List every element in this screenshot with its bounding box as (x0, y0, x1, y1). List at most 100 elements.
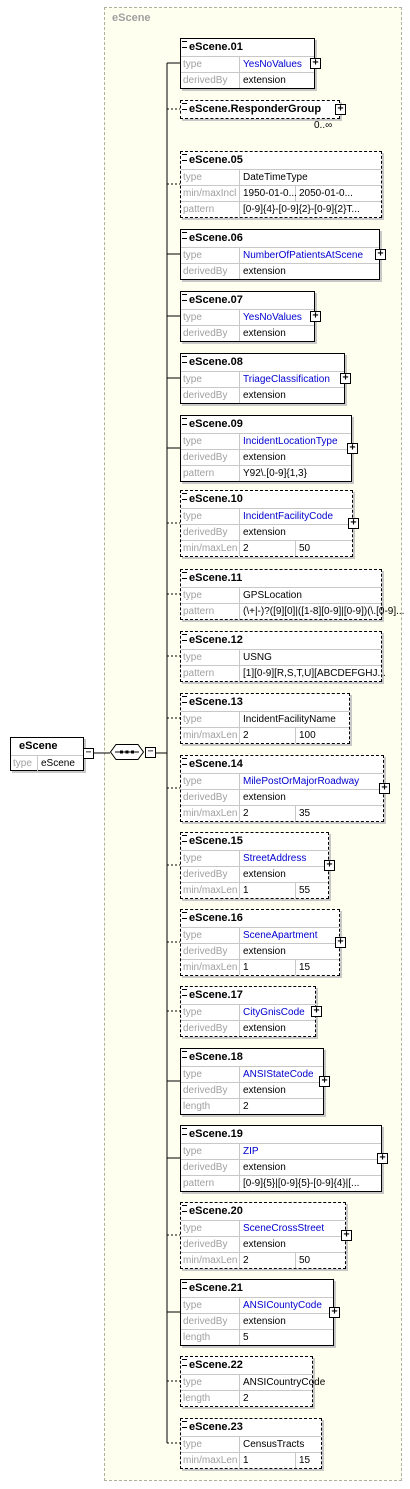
type-link[interactable]: MilePostOrMajorRoadway (243, 776, 360, 787)
property-label: derivedBy (181, 1160, 240, 1175)
type-link[interactable]: NumberOfPatientsAtScene (243, 250, 364, 261)
expand-icon[interactable]: + (377, 1153, 388, 1164)
property-label: type (181, 851, 240, 866)
property-value: extension (243, 75, 286, 86)
element-name: eScene.14 (181, 756, 383, 773)
property-label: derivedBy (181, 790, 240, 805)
expand-icon[interactable]: + (335, 937, 346, 948)
property-value-max: 100 (299, 730, 316, 741)
element-name: eScene.20 (181, 1203, 345, 1220)
element-name: eScene.10 (181, 491, 352, 508)
type-link[interactable]: YesNoValues (243, 59, 302, 70)
expand-icon[interactable]: + (348, 518, 359, 529)
expand-icon[interactable]: + (340, 373, 351, 384)
property-label: derivedBy (181, 388, 240, 403)
property-row: pattern[0-9]{5}|[0-9]{5}-[0-9]{4}|[... (181, 1175, 381, 1191)
property-label: derivedBy (181, 525, 240, 540)
property-label: derivedBy (181, 944, 240, 959)
expand-icon[interactable]: + (329, 1307, 340, 1318)
element-box-escene-respondergroup[interactable]: eScene.ResponderGroup (180, 100, 340, 119)
property-value: extension (243, 869, 286, 880)
expand-icon[interactable]: + (310, 311, 321, 322)
type-link[interactable]: StreetAddress (243, 853, 307, 864)
type-link[interactable]: SceneApartment (243, 930, 318, 941)
element-name: eScene.08 (181, 354, 344, 371)
type-link[interactable]: CityGnisCode (243, 1007, 305, 1018)
property-label: type (181, 712, 240, 727)
property-value: DateTimeType (243, 172, 308, 183)
element-name: eScene.11 (181, 570, 381, 587)
property-value-max: 50 (299, 543, 311, 554)
element-name: eScene.23 (181, 1419, 321, 1436)
expand-icon[interactable]: + (341, 1230, 352, 1241)
expand-icon[interactable]: + (335, 104, 346, 115)
type-link[interactable]: TriageClassification (243, 374, 330, 385)
property-value-max: 55 (299, 885, 311, 896)
expand-icon[interactable]: + (311, 1006, 322, 1017)
element-name: eScene.17 (181, 987, 315, 1004)
type-link[interactable]: IncidentLocationType (243, 436, 338, 447)
type-link[interactable]: ZIP (243, 1146, 259, 1157)
root-collapse-icon[interactable]: − (83, 748, 94, 759)
property-label: type (181, 372, 240, 387)
type-link[interactable]: SceneCrossStreet (243, 1223, 325, 1234)
property-label: derivedBy (181, 1083, 240, 1098)
property-label: type (181, 57, 240, 72)
expand-icon[interactable]: + (379, 783, 390, 794)
type-link[interactable]: IncidentFacilityCode (243, 511, 334, 522)
expand-icon[interactable]: + (324, 860, 335, 871)
element-name: eScene.13 (181, 694, 349, 711)
property-label: derivedBy (181, 1021, 240, 1036)
property-label: type (181, 509, 240, 524)
expand-icon[interactable]: + (347, 443, 358, 454)
property-value: 1 (240, 1453, 296, 1468)
sequence-collapse-icon[interactable]: − (145, 747, 156, 758)
property-label: min/maxLen (181, 1253, 240, 1268)
type-link[interactable]: ANSICountyCode (243, 1300, 322, 1311)
expand-icon[interactable]: + (319, 1076, 330, 1087)
property-value: 2 (240, 806, 296, 821)
expand-icon[interactable]: + (310, 58, 321, 69)
property-label: type (181, 170, 240, 185)
property-label: min/maxLen (181, 1453, 240, 1468)
property-label: type (181, 1005, 240, 1020)
property-label: min/maxLen (181, 806, 240, 821)
element-name: eScene.22 (181, 1357, 312, 1374)
root-element[interactable]: eScene type eScene (10, 737, 84, 771)
property-value: Y92\.[0-9]{1,3} (243, 468, 307, 479)
type-link[interactable]: ANSIStateCode (243, 1069, 314, 1080)
property-value: extension (243, 390, 286, 401)
element-name: eScene.12 (181, 632, 381, 649)
type-link[interactable]: YesNoValues (243, 312, 302, 323)
expand-icon[interactable]: + (375, 249, 386, 260)
